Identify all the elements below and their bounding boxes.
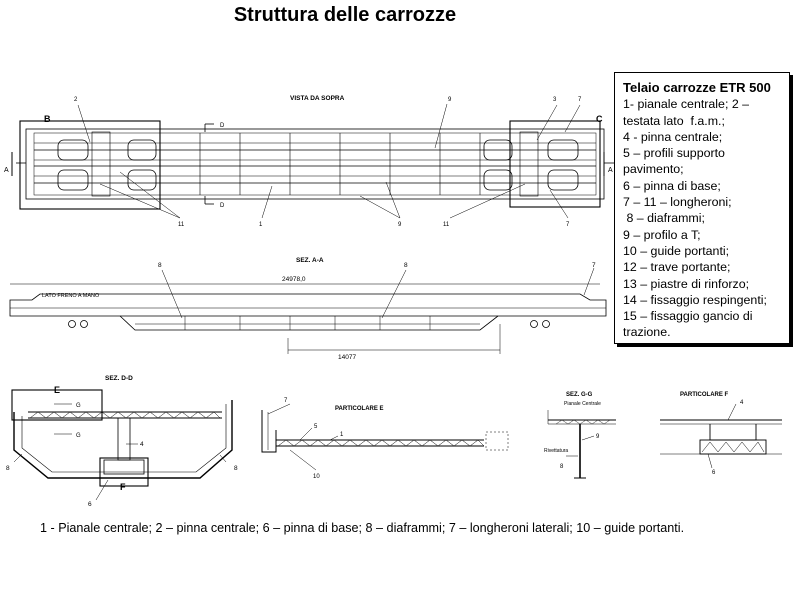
callout-6: 6 [712, 470, 716, 476]
callout-8: 8 [560, 464, 564, 470]
section-aa: SEZ. A-A 24978,0 LATO FRENO A MANO [9, 257, 607, 361]
detail-box-b [19, 120, 161, 210]
legend-item: 14 – fissaggio respingenti; [623, 292, 767, 307]
callout-4: 4 [740, 400, 744, 406]
length-dimension: 24978,0 [282, 276, 306, 283]
callout-4: 4 [140, 441, 144, 448]
callout-9: 9 [596, 434, 600, 440]
legend-item: 1- pianale centrale; 2 – [623, 97, 750, 112]
top-view-heading: VISTA DA SOPRA [290, 95, 345, 102]
callout-11-left: 11 [178, 222, 185, 228]
section-dd: SEZ. D-D E F G G [6, 375, 238, 508]
detail-f: PARTICOLARE F 4 6 [660, 392, 782, 476]
detail-e: PARTICOLARE E 7 5 1 10 [261, 398, 509, 480]
top-view: VISTA DA SOPRA [4, 95, 614, 228]
section-d-bottom: D [220, 203, 225, 209]
callout-5: 5 [314, 424, 318, 430]
label-f: F [120, 482, 126, 492]
callout-8-left: 8 [6, 465, 10, 472]
callout-7: 7 [592, 262, 596, 269]
legend-title: Telaio carrozze ETR 500 [623, 80, 771, 95]
callout-8-right: 8 [404, 262, 408, 269]
callout-9: 9 [448, 97, 452, 103]
callout-1: 1 [259, 222, 263, 228]
detail-e-heading: PARTICOLARE E [335, 406, 384, 412]
section-d-top: D [220, 123, 225, 129]
section-g-bottom: G [76, 433, 81, 439]
page-title: Struttura delle carrozze [233, 4, 457, 26]
section-gg-heading: SEZ. G-G [566, 392, 593, 398]
dimension-14077: 14077 [338, 354, 356, 361]
callout-7-top: 7 [578, 97, 582, 103]
section-a-left: A [4, 167, 9, 174]
legend-item: 8 – diaframmi; [623, 211, 705, 226]
legend-item: 13 – piastre di rinforzo; [623, 276, 750, 291]
detail-box-f [99, 457, 149, 487]
figure-caption: 1 - Pianale centrale; 2 – pinna centrale… [40, 521, 685, 535]
legend-item: 5 – profili supporto [623, 146, 725, 161]
callout-9-bottom: 9 [398, 222, 402, 228]
legend-item: 12 – trave portante; [623, 260, 731, 275]
legend-item: 4 - pinna centrale; [623, 129, 723, 144]
top-view-outline [25, 128, 605, 200]
legend-item: 7 – 11 – longheroni; [623, 195, 732, 210]
label-b: B [44, 114, 51, 124]
section-a-right: A [608, 167, 613, 174]
detail-box-e [11, 389, 103, 421]
detail-box-c [509, 120, 601, 208]
lato-freno-label: LATO FRENO A MANO [42, 293, 100, 299]
legend-item: trazione. [623, 325, 671, 340]
callout-6: 6 [88, 501, 92, 508]
legend-item: 15 – fissaggio gancio di [623, 309, 753, 324]
legend-item: 10 – guide portanti; [623, 243, 730, 258]
section-aa-heading: SEZ. A-A [296, 257, 324, 264]
legend-item: 6 – pinna di base; [623, 178, 721, 193]
label-e: E [54, 385, 60, 395]
callout-8-left: 8 [158, 262, 162, 269]
callout-2: 2 [74, 97, 78, 103]
section-gg: SEZ. G-G Pianale Centrale Rivettatura 9 … [544, 392, 616, 479]
callout-10: 10 [313, 474, 320, 480]
section-g-top: G [76, 403, 81, 409]
legend-item: testata lato f.a.m.; [623, 113, 725, 128]
callout-7: 7 [284, 398, 288, 404]
legend-box: Telaio carrozze ETR 500 1- pianale centr… [614, 72, 790, 344]
legend-item: pavimento; [623, 162, 684, 177]
section-dd-heading: SEZ. D-D [105, 375, 133, 382]
callout-7-bottom: 7 [566, 222, 570, 228]
pianale-label: Pianale Centrale [564, 401, 601, 407]
rivet-label: Rivettatura [544, 448, 568, 454]
label-c: C [596, 114, 603, 124]
legend-item: 9 – profilo a T; [623, 227, 701, 242]
detail-f-heading: PARTICOLARE F [680, 392, 729, 398]
callout-8-right: 8 [234, 465, 238, 472]
callout-11-right: 11 [443, 222, 450, 228]
callout-1: 1 [340, 432, 344, 438]
callout-3: 3 [553, 97, 557, 103]
